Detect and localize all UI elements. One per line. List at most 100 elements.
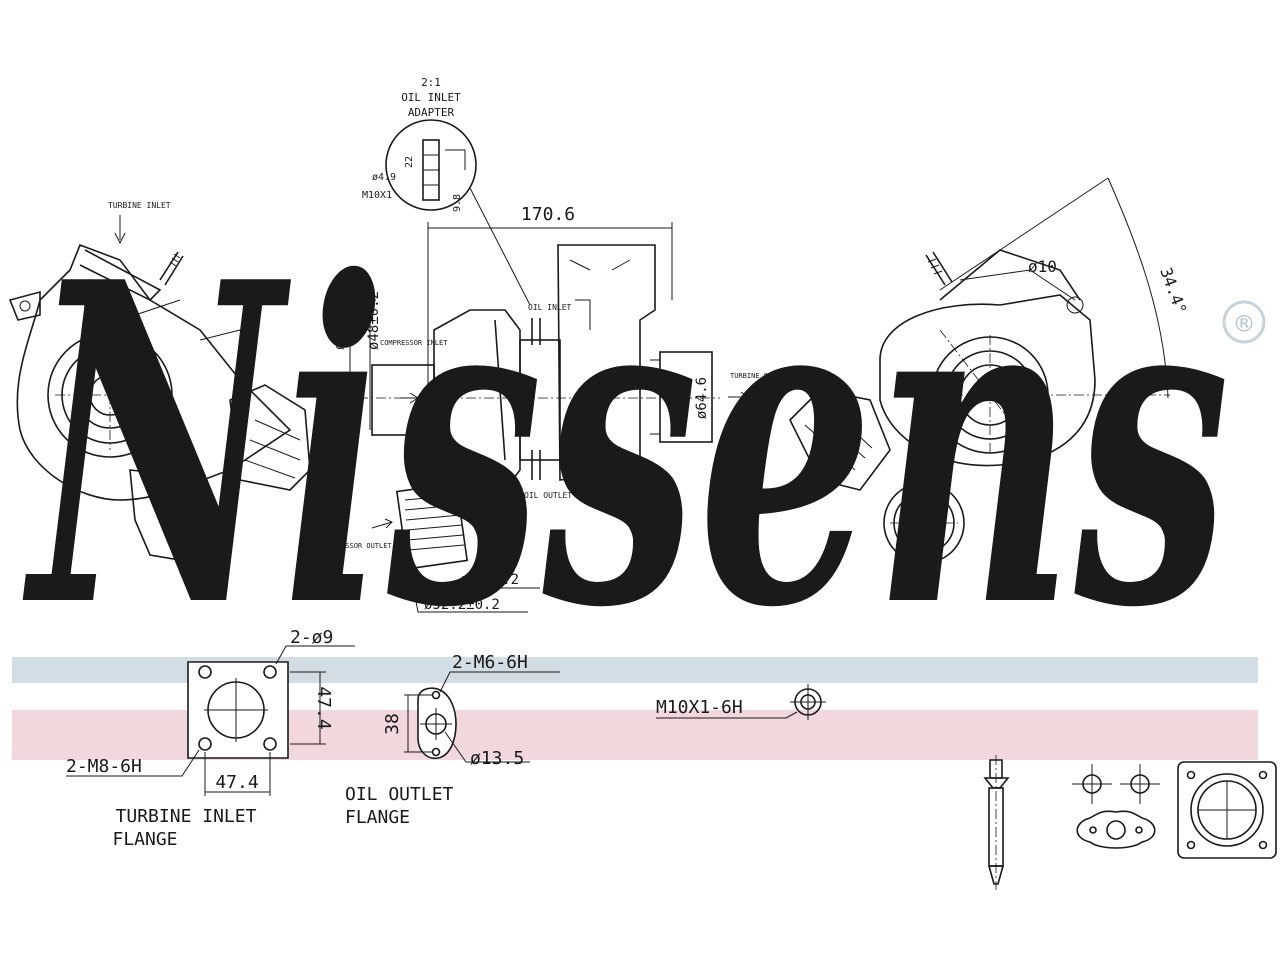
turbine-gasket-hole-br [1258, 840, 1268, 850]
oil-flange-label-1: OIL OUTLET [345, 784, 454, 805]
compressor-housing [433, 309, 521, 491]
turbine-flange-dim-v: 47.4 [313, 686, 334, 729]
right-centerlines [930, 329, 1170, 461]
oil-flange-dim-v: 38 [382, 713, 403, 735]
left-housing-outline [16, 243, 292, 501]
turbine-flange-label-2: FLANGE [112, 829, 177, 850]
dim-phi50b: ø50±0.2 [460, 572, 519, 588]
turbine-flange-hole-br [263, 737, 277, 751]
left-mount-hole [19, 300, 31, 312]
center-section-view: 170.6 ø50±0.2 ø48±0.2 COMPRESSOR INLET O… [320, 204, 790, 613]
turbine-housing-details [569, 259, 631, 330]
stud-tip [987, 865, 1005, 885]
right-flange-plate [939, 249, 1081, 301]
adapter-dim-22: 22 [404, 156, 415, 168]
inlet-diameter-dims [344, 269, 376, 430]
compressor-outlet-pipe [395, 482, 469, 570]
oil-flange-hole-top [431, 690, 441, 700]
oil-flange-vdim [404, 694, 432, 753]
oil-outlet-flange: 2-M6-6H 38 ø13.5 OIL OUTLET FLANGE [345, 652, 560, 828]
stud-collar [983, 777, 1010, 789]
left-flange-plate [79, 249, 162, 301]
turbine-gasket-hole-tl [1186, 770, 1196, 780]
turbine-housing [557, 244, 656, 481]
turbine-flange-hole-tr [263, 665, 277, 679]
oil-phi-leader [444, 731, 530, 763]
turbine-flange-holes: 2-ø9 [290, 627, 333, 648]
compressor-inlet-label: COMPRESSOR INLET [380, 339, 448, 347]
left-actuator-can [229, 384, 311, 491]
angle-arc [939, 177, 1169, 399]
oil-fitting-symbol: M10X1-6H [656, 684, 826, 720]
turbine-flange-vdim [290, 671, 326, 745]
holes-leader [275, 645, 355, 665]
oil-gasket-hole-l [1089, 826, 1097, 834]
adapter-title-2: ADAPTER [408, 106, 455, 119]
compressor-wheel-edge [494, 319, 506, 461]
dim-phi48: ø48±0.2 [366, 291, 382, 350]
registered-mark: ® [1236, 307, 1253, 340]
oil-flange-dim-phi: ø13.5 [470, 748, 524, 769]
turbine-flange-threads: 2-M8-6H [66, 756, 142, 777]
oil-threads-leader [439, 671, 560, 693]
turbine-outlet-flange [659, 351, 713, 443]
oil-inlet-label: OIL INLET [528, 303, 572, 312]
left-bracket-lines [119, 299, 251, 361]
turbine-gasket-center [1198, 781, 1256, 839]
oil-flange-plate [417, 687, 457, 760]
kit-parts [983, 755, 1277, 890]
right-actuator-can [789, 389, 891, 491]
dim-phi52: ø52.2±0.2 [424, 597, 500, 613]
turbine-outlet-neck [650, 359, 660, 435]
turbine-flange-bore-center [204, 678, 268, 742]
turbine-outlet-label: TURBINE OUTLET [730, 372, 790, 380]
adapter-thread: M10X1 [362, 190, 392, 201]
right-flange-hole [1066, 296, 1084, 314]
oil-flange-threads: 2-M6-6H [452, 652, 528, 673]
right-side-view: 34.4° ø10 [789, 177, 1191, 564]
turbine-flange-hole-tl [198, 665, 212, 679]
turbine-inlet-flange: 2-ø9 47.4 2-M8-6H 47.4 TURBINE INLET FLA… [66, 627, 355, 850]
fitting-leader [656, 711, 798, 719]
fitting-thread: M10X1-6H [656, 697, 743, 718]
adapter-dim-98: 9.8 [452, 194, 463, 212]
turbine-gasket [1177, 761, 1277, 859]
turbine-flange-hdim [204, 752, 271, 796]
overall-length: 170.6 [521, 204, 575, 225]
oil-flange-label-2: FLANGE [345, 807, 410, 828]
compressor-outlet-label: COMPRESSOR OUTLET [320, 542, 392, 550]
dim-phi10: ø10 [1028, 257, 1057, 276]
turbine-gasket-hole-tr [1258, 770, 1268, 780]
right-outlet-centerlines [890, 489, 958, 557]
threads-leader [66, 749, 200, 777]
fitting-center [790, 684, 826, 720]
compressor-outlet-arrow [371, 518, 393, 529]
oil-inlet-port [531, 318, 541, 345]
turbine-outlet-arrow [728, 391, 749, 403]
adapter-leader [469, 187, 531, 306]
nut-1-center [1072, 764, 1112, 804]
right-rod-thread [927, 258, 943, 275]
right-housing-outline [879, 294, 1096, 467]
adapter-detail-circle [385, 119, 477, 211]
oil-gasket [1076, 810, 1156, 849]
turbine-flange-label-1: TURBINE INLET [116, 806, 257, 827]
right-outlet-outer [883, 482, 965, 564]
adapter-scale: 2:1 [421, 76, 441, 89]
turbine-flange-hole-bl [198, 737, 212, 751]
turbine-gasket-hole-bl [1186, 840, 1196, 850]
left-centerlines [55, 340, 168, 450]
left-actuator-lines [244, 419, 301, 479]
outlet-leaders [409, 564, 540, 613]
right-actuator-lines [804, 404, 873, 471]
left-compressor-outlet [129, 469, 211, 561]
left-volute-outer [47, 332, 173, 458]
adapter-title-1: OIL INLET [401, 91, 461, 104]
dim-phi50: ø50±0.2 [332, 291, 348, 350]
left-actuator-rod [159, 251, 184, 286]
oil-gasket-hole-r [1135, 826, 1143, 834]
adapter-dim-phi: ø4.9 [372, 172, 396, 183]
oil-gasket-bore [1106, 820, 1126, 840]
